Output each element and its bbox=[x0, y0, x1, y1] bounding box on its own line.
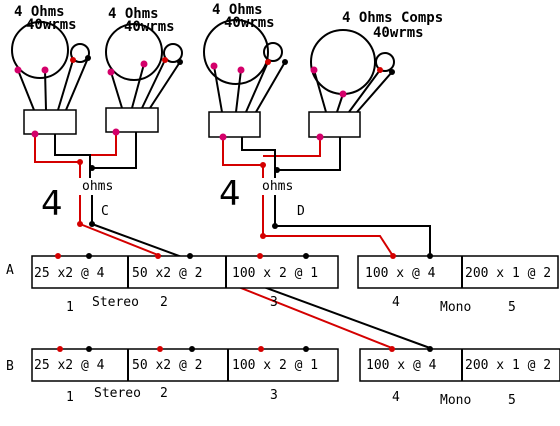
group-d-impedance-digit: 4 bbox=[219, 174, 241, 214]
amp-b-mode-1: 25 x2 @ 4 bbox=[34, 358, 105, 373]
speaker-4-impedance: 4 Ohms Comps bbox=[342, 10, 443, 26]
amp-b-mono-label: Mono bbox=[440, 393, 471, 408]
amp-a-label: A bbox=[6, 263, 14, 278]
amp-b-stereo-panel bbox=[31, 348, 339, 382]
amp-a-num-4: 4 bbox=[392, 295, 400, 310]
terminal-dots bbox=[14, 55, 433, 352]
amp-a-mode-2: 50 x2 @ 2 bbox=[132, 266, 202, 281]
amp-a-mode-4: 100 x @ 4 bbox=[365, 266, 436, 281]
speaker-2-impedance: 4 Ohms bbox=[108, 6, 159, 22]
amp-b-num-5: 5 bbox=[508, 393, 516, 408]
amp-b-num-3: 3 bbox=[270, 388, 278, 403]
amp-b-mode-2: 50 x2 @ 2 bbox=[132, 358, 202, 373]
speaker-cabinet-1: 4 Ohms 40wrms bbox=[11, 4, 90, 79]
group-c-impedance-unit: ohms bbox=[82, 179, 113, 194]
group-d-letter: D bbox=[297, 204, 305, 219]
speaker-cabinet-4: 4 Ohms Comps 40wrms bbox=[310, 10, 443, 95]
amp-b-stereo-label: Stereo bbox=[94, 386, 141, 401]
group-c-impedance-digit: 4 bbox=[41, 184, 63, 224]
amp-b-mono-panel bbox=[359, 348, 560, 382]
amp-b-mode-4: 100 x @ 4 bbox=[366, 358, 437, 373]
speaker-leads bbox=[17, 57, 393, 113]
amp-a-stereo-label: Stereo bbox=[92, 295, 139, 310]
amp-a-mono-panel bbox=[357, 255, 559, 289]
amp-row-a: A 25 x2 @ 4 50 x2 @ 2 100 x 2 @ 1 100 x … bbox=[6, 255, 559, 315]
speaker-3-impedance: 4 Ohms bbox=[212, 2, 263, 18]
amp-b-num-1: 1 bbox=[66, 390, 74, 405]
amp-a-mode-5: 200 x 1 @ 2 bbox=[465, 266, 551, 281]
amp-a-mode-1: 25 x2 @ 4 bbox=[34, 266, 105, 281]
amp-b-num-4: 4 bbox=[392, 390, 400, 405]
amp-b-mode-5: 200 x 1 @ 2 bbox=[465, 358, 551, 373]
speaker-2-power: 40wrms bbox=[124, 19, 175, 35]
speaker-4-power: 40wrms bbox=[373, 25, 424, 41]
amp-row-b: B 25 x2 @ 4 50 x2 @ 2 100 x 2 @ 1 100 x … bbox=[6, 348, 560, 408]
group-d-impedance-unit: ohms bbox=[262, 179, 293, 194]
junction-box-4 bbox=[308, 111, 361, 138]
amp-a-num-1: 1 bbox=[66, 300, 74, 315]
junction-box-2 bbox=[105, 107, 159, 133]
junction-box-1 bbox=[23, 109, 77, 135]
group-c-letter: C bbox=[101, 204, 109, 219]
amp-a-stereo-panel bbox=[31, 255, 339, 289]
amp-a-mono-label: Mono bbox=[440, 300, 471, 315]
amp-b-mode-3: 100 x 2 @ 1 bbox=[232, 358, 318, 373]
speaker-1-power: 40wrms bbox=[26, 17, 77, 33]
speaker-cabinet-3: 4 Ohms 40wrms bbox=[203, 2, 283, 85]
parallel-wiring-d bbox=[222, 137, 431, 257]
junction-box-3 bbox=[208, 111, 261, 138]
amp-a-num-5: 5 bbox=[508, 300, 516, 315]
amp-a-mode-3: 100 x 2 @ 1 bbox=[232, 266, 318, 281]
speaker-1-impedance: 4 Ohms bbox=[14, 4, 65, 20]
amp-b-num-2: 2 bbox=[160, 386, 168, 401]
amp-a-num-3: 3 bbox=[270, 295, 278, 310]
speaker-cabinet-2: 4 Ohms 40wrms bbox=[105, 6, 183, 81]
speaker-3-power: 40wrms bbox=[224, 15, 275, 31]
amp-b-label: B bbox=[6, 359, 14, 374]
amp-a-num-2: 2 bbox=[160, 295, 168, 310]
